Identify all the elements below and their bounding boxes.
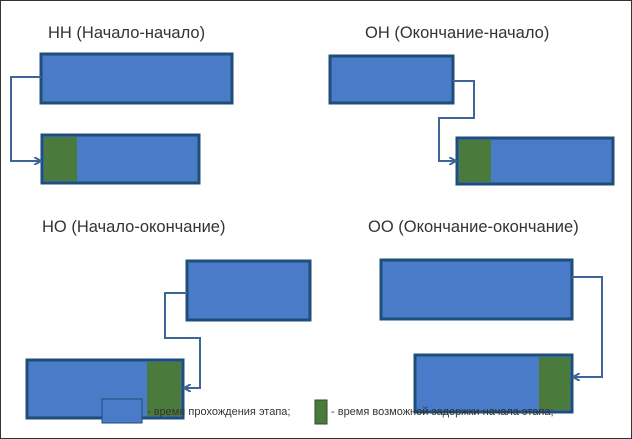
- dependency-arrow: [438, 80, 475, 161]
- legend-delay-label: - время возможной задержки начала этапа;: [331, 406, 554, 418]
- panel-finish-finish: ОО (Окончание-окончание): [368, 218, 603, 414]
- legend: - время прохождения этапа; - время возмо…: [101, 398, 554, 425]
- predecessor-task-bar: [185, 259, 312, 322]
- predecessor-task-bar: [328, 54, 455, 105]
- legend-task-label: - время прохождения этапа;: [147, 406, 290, 418]
- successor-task-bar: [40, 133, 201, 185]
- delay-segment: [459, 140, 491, 182]
- panel-title: НО (Начало-окончание): [42, 218, 225, 236]
- predecessor-task-bar: [39, 52, 234, 105]
- delay-segment: [539, 357, 570, 410]
- successor-task-bar: [455, 136, 615, 186]
- panel-title: ОН (Окончание-начало): [365, 24, 549, 42]
- panel-title: ОО (Окончание-окончание): [368, 218, 579, 236]
- legend-delay-swatch: [314, 399, 328, 425]
- dependency-arrow: [572, 276, 603, 377]
- dependency-arrow: [164, 292, 201, 388]
- panel-title: НН (Начало-начало): [48, 24, 205, 42]
- successor-task-bar: [413, 353, 574, 414]
- dependency-arrow: [10, 76, 41, 161]
- legend-task-swatch: [101, 398, 143, 424]
- panel-finish-start: ОН (Окончание-начало): [328, 24, 615, 186]
- panel-start-start: НН (Начало-начало): [10, 24, 234, 185]
- delay-segment: [44, 137, 77, 181]
- panel-start-finish: НО (Начало-окончание): [25, 218, 312, 420]
- delay-segment: [147, 362, 181, 416]
- predecessor-task-bar: [379, 258, 574, 321]
